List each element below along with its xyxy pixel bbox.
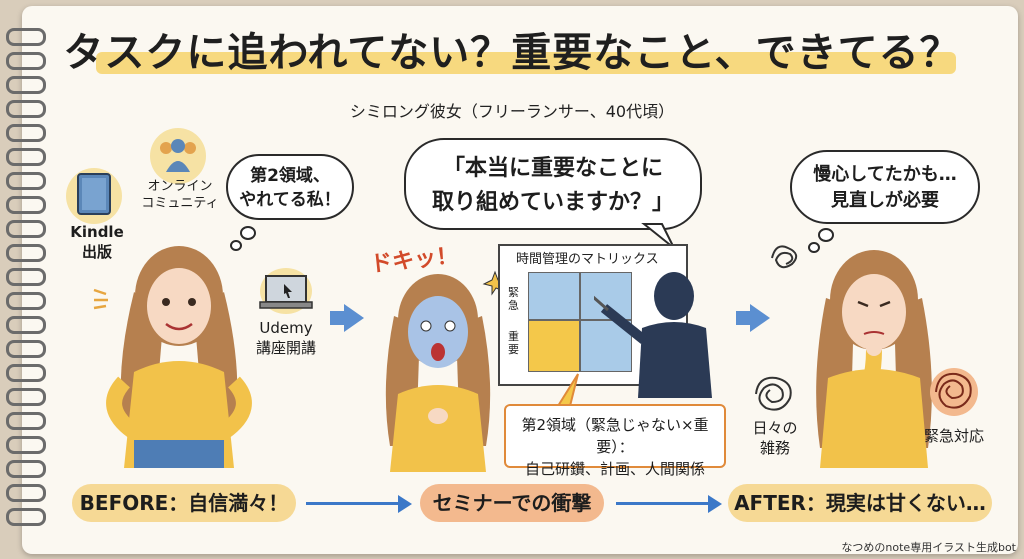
arrow-body-2 [736,311,750,325]
arrow-right-icon-2 [750,304,770,332]
matrix-cell-q2top [580,272,632,320]
book-icon [77,173,111,215]
arrow-right-icon-1 [344,304,364,332]
before-thought-bubble: 第2領域、やれてる私！ [226,154,354,220]
page-subtitle: シミロング彼女（フリーランサー、40代頃） [349,102,675,121]
before-woman-illustration [106,246,252,468]
daily-tasks-label: 日々の雑務 [752,419,798,457]
online-icon-bg [150,128,206,184]
axis-important-label: 重要 [508,330,519,356]
online-label: オンラインコミュニティ [141,179,219,211]
urgent-response-scribble-icon [930,368,978,416]
quadrant2-callout: 第2領域（緊急じゃない×重要）：自己研鑽、計画、人間関係 [504,404,726,478]
presenter-silhouette [594,272,712,398]
timeline-arrow-2 [616,502,710,505]
seminar-speech-bubble: 「本当に重要なことに取り組めていますか？」 [404,138,702,230]
timeline-arrow-1 [306,502,400,505]
after-thought-bubble: 慢心してたかも…見直しが必要 [790,150,980,224]
timeline-arrow-head-2 [708,495,722,513]
laptop-icon [259,275,313,309]
after-label-pill: AFTER：現実は甘くない… [728,484,992,522]
before-label-pill: BEFORE：自信満々！ [72,484,296,522]
seminar-label-pill: セミナーでの衝撃 [420,484,604,522]
axis-urgent-label: 緊急 [508,286,519,312]
sparkle-icon [93,288,108,310]
community-icon [160,139,196,172]
daily-tasks-scribble-icon [755,376,792,411]
matrix-cell-quadrant2 [528,320,580,372]
page-title: タスクに追われてない？重要なこと、できてる？ [63,30,961,76]
credit-footer: なつめのnote専用イラスト生成bot [841,541,1016,554]
title-highlight [96,52,956,74]
matrix-title: 時間管理のマトリックス [516,252,659,267]
worried-woman-illustration [816,250,932,468]
shocked-woman-illustration [385,274,491,472]
stress-scribble-icon [771,245,798,269]
timeline-arrow-head-1 [398,495,412,513]
matrix-cell-q1 [528,272,580,320]
urgent-response-label: 緊急対応 [923,427,984,445]
speech-tail [641,223,675,249]
arrow-body-1 [330,311,344,325]
